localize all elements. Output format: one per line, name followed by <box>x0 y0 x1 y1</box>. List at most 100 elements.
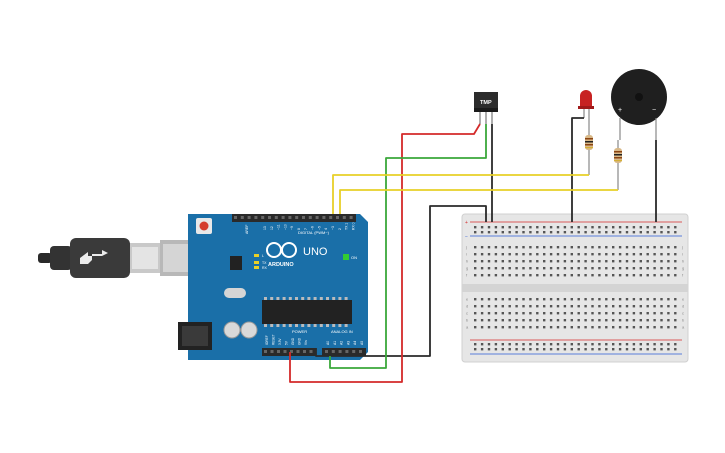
breadboard-hole[interactable] <box>543 312 546 315</box>
breadboard-hole[interactable] <box>667 348 670 351</box>
breadboard-hole[interactable] <box>494 246 498 249</box>
breadboard-hole[interactable] <box>653 260 656 263</box>
breadboard-hole[interactable] <box>480 319 484 322</box>
breadboard-hole[interactable] <box>598 305 601 308</box>
breadboard-hole[interactable] <box>660 305 663 308</box>
breadboard-hole[interactable] <box>487 253 491 256</box>
breadboard-hole[interactable] <box>522 226 525 229</box>
breadboard-hole[interactable] <box>591 319 594 322</box>
breadboard-hole[interactable] <box>646 326 649 329</box>
breadboard-hole[interactable] <box>570 343 573 346</box>
breadboard-hole[interactable] <box>605 305 608 308</box>
breadboard-hole[interactable] <box>563 274 567 277</box>
breadboard-hole[interactable] <box>667 231 670 234</box>
breadboard-hole[interactable] <box>605 226 608 229</box>
breadboard-hole[interactable] <box>632 305 636 308</box>
breadboard-hole[interactable] <box>632 253 636 256</box>
breadboard-hole[interactable] <box>549 260 553 263</box>
breadboard-hole[interactable] <box>494 319 498 322</box>
breadboard-hole[interactable] <box>618 343 622 346</box>
breadboard-hole[interactable] <box>584 226 587 229</box>
breadboard-hole[interactable] <box>612 246 615 249</box>
breadboard-hole[interactable] <box>632 319 636 322</box>
breadboard-hole[interactable] <box>515 231 518 234</box>
breadboard-hole[interactable] <box>584 253 587 256</box>
breadboard-hole[interactable] <box>577 226 580 229</box>
breadboard-hole[interactable] <box>536 326 539 329</box>
breadboard-hole[interactable] <box>543 260 546 263</box>
breadboard-hole[interactable] <box>549 326 553 329</box>
breadboard-hole[interactable] <box>501 246 504 249</box>
breadboard-hole[interactable] <box>549 348 553 351</box>
header-hole[interactable] <box>268 216 271 219</box>
breadboard-hole[interactable] <box>618 253 622 256</box>
breadboard-hole[interactable] <box>612 231 615 234</box>
breadboard-hole[interactable] <box>667 253 670 256</box>
header-hole[interactable] <box>302 216 305 219</box>
breadboard-hole[interactable] <box>674 319 677 322</box>
breadboard-hole[interactable] <box>660 348 663 351</box>
header-hole[interactable] <box>234 216 237 219</box>
breadboard-hole[interactable] <box>639 253 642 256</box>
breadboard-hole[interactable] <box>474 246 477 249</box>
breadboard-hole[interactable] <box>605 298 608 301</box>
breadboard-hole[interactable] <box>577 231 580 234</box>
breadboard-hole[interactable] <box>612 274 615 277</box>
breadboard-hole[interactable] <box>501 226 504 229</box>
breadboard-hole[interactable] <box>667 326 670 329</box>
breadboard-hole[interactable] <box>639 267 642 270</box>
breadboard-hole[interactable] <box>667 319 670 322</box>
breadboard-hole[interactable] <box>570 246 573 249</box>
breadboard-hole[interactable] <box>646 274 649 277</box>
breadboard-hole[interactable] <box>598 348 601 351</box>
breadboard-hole[interactable] <box>508 348 511 351</box>
breadboard-hole[interactable] <box>563 326 567 329</box>
breadboard-hole[interactable] <box>474 326 477 329</box>
breadboard-hole[interactable] <box>584 231 587 234</box>
breadboard-hole[interactable] <box>515 260 518 263</box>
breadboard-hole[interactable] <box>591 298 594 301</box>
breadboard-hole[interactable] <box>508 267 511 270</box>
breadboard-hole[interactable] <box>625 343 629 346</box>
breadboard-hole[interactable] <box>508 326 511 329</box>
header-hole[interactable] <box>349 216 353 219</box>
breadboard-hole[interactable] <box>577 298 580 301</box>
breadboard-hole[interactable] <box>639 298 642 301</box>
breadboard-hole[interactable] <box>591 274 594 277</box>
breadboard-hole[interactable] <box>474 348 477 351</box>
breadboard-hole[interactable] <box>543 343 546 346</box>
breadboard-hole[interactable] <box>536 253 539 256</box>
breadboard-hole[interactable] <box>646 348 649 351</box>
black-wire-gnd[interactable] <box>315 205 487 357</box>
breadboard-hole[interactable] <box>515 326 518 329</box>
breadboard-hole[interactable] <box>625 231 629 234</box>
breadboard-hole[interactable] <box>591 326 594 329</box>
breadboard-hole[interactable] <box>563 312 567 315</box>
breadboard-hole[interactable] <box>618 319 622 322</box>
breadboard-hole[interactable] <box>522 348 525 351</box>
breadboard-hole[interactable] <box>598 260 601 263</box>
breadboard-hole[interactable] <box>522 326 525 329</box>
breadboard-hole[interactable] <box>618 326 622 329</box>
breadboard-hole[interactable] <box>508 312 511 315</box>
breadboard-hole[interactable] <box>487 305 491 308</box>
header-hole[interactable] <box>281 216 285 219</box>
breadboard-hole[interactable] <box>591 253 594 256</box>
breadboard-hole[interactable] <box>474 231 477 234</box>
breadboard-hole[interactable] <box>480 348 484 351</box>
header-hole[interactable] <box>336 216 339 219</box>
breadboard-hole[interactable] <box>515 267 518 270</box>
breadboard-hole[interactable] <box>625 260 629 263</box>
breadboard-hole[interactable] <box>605 348 608 351</box>
analog-header[interactable] <box>322 348 366 356</box>
breadboard-hole[interactable] <box>549 231 553 234</box>
breadboard-hole[interactable] <box>639 319 642 322</box>
breadboard-hole[interactable] <box>632 343 636 346</box>
breadboard-hole[interactable] <box>605 319 608 322</box>
breadboard-hole[interactable] <box>501 267 504 270</box>
breadboard-hole[interactable] <box>536 348 539 351</box>
header-hole[interactable] <box>288 216 292 219</box>
breadboard-hole[interactable] <box>508 298 511 301</box>
breadboard-hole[interactable] <box>591 226 594 229</box>
breadboard-hole[interactable] <box>598 343 601 346</box>
